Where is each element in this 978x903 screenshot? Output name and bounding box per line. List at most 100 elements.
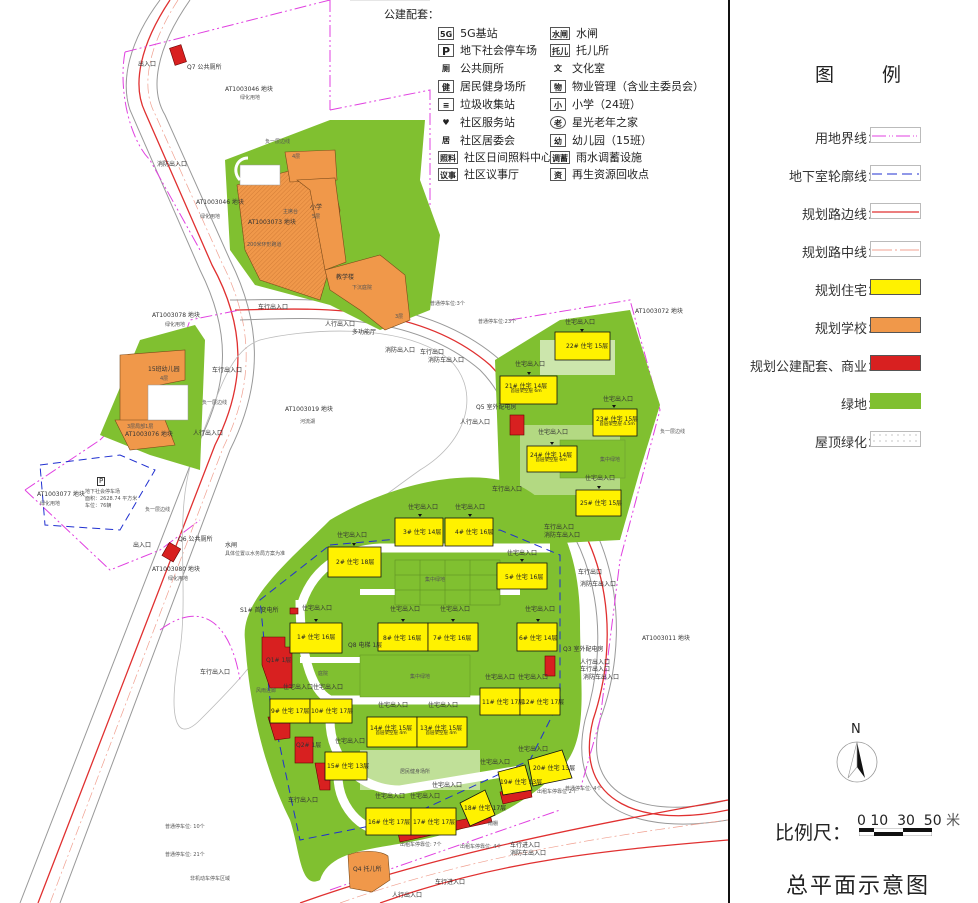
toilet-q6 (161, 542, 182, 563)
entry-label: 消防出入口 (157, 161, 188, 168)
residents-committee-icon: 居 (438, 133, 454, 147)
commercial-q4-label: Q4 托儿所 (353, 866, 382, 873)
parking-21-label: 普通停车位: 21个 (165, 852, 205, 858)
garden-label: 庭院 (318, 671, 329, 677)
multi-hall-label: 多功能厅 (352, 329, 377, 336)
plot-sub-at1003078: 绿化用地 (165, 322, 186, 328)
legend-item-land-boundary: 用地界线： (730, 127, 978, 147)
building-20: 20# 住宅 13层 (533, 765, 576, 772)
entry-label: 消防出入口 (385, 347, 416, 354)
res-entry-label: 住宅出入口 (337, 532, 368, 539)
legend-title: 图例 (815, 64, 950, 86)
plot-sub-at1003077: 绿化用地 (40, 501, 61, 507)
res-entry-label: 住宅出入口 (335, 738, 366, 745)
land-boundary-swatch (870, 127, 921, 143)
building-13: 13# 住宅 15层首层架空层 4m (420, 725, 463, 736)
north-label: N (851, 722, 861, 737)
res-entry-label: 住宅出入口 (565, 319, 596, 326)
building-6: 6# 住宅 14层 (519, 635, 558, 642)
entry-label: 人行出入口 (193, 430, 224, 437)
building-8: 8# 住宅 16层 (383, 635, 422, 642)
entry-label: 车行出口 (420, 349, 445, 356)
taxi-4-label: 出租车停靠位: 4个 (460, 844, 502, 850)
res-entry-label: 住宅出入口 (432, 782, 463, 789)
basement-outline-swatch (870, 165, 921, 181)
building-17: 17# 住宅 17层 (413, 819, 456, 826)
neg1-line-label-2: 负一层边线 (202, 400, 228, 406)
road-edge-swatch (870, 203, 921, 219)
rainwater-storage-icon: 调蓄 (550, 150, 570, 164)
facility-committee: 居社区居委会 (438, 132, 515, 147)
building-7: 7# 住宅 16层 (433, 635, 472, 642)
entry-label: 车行出口 (578, 569, 603, 576)
plot-label-at1003078: AT1003078 地块 (152, 312, 200, 319)
entry-label: 人行出入口 (460, 419, 491, 426)
facility-service: ♥社区服务站 (438, 114, 515, 129)
reviewing-stand: 主席台 (283, 209, 299, 215)
panel-divider (728, 0, 730, 903)
teaching-building: 教学楼 (336, 274, 355, 281)
plot-label-at1003076: AT1003076 地块 (125, 431, 173, 438)
entry-label: 车行进入口 (510, 842, 541, 849)
public-toilet-icon: 厕 (438, 61, 454, 75)
taxi-7-label: 出租车停靠位: 7个 (400, 842, 442, 848)
facility-council: 议事社区议事厅 (438, 167, 519, 181)
facility-rainwater: 调蓄雨水调蓄设施 (550, 150, 642, 164)
res-entry-label: 住宅出入口 (485, 674, 516, 681)
facility-school: 小小学（24班） (550, 96, 641, 111)
plot-label-at1003077: AT1003077 地块 (37, 491, 85, 498)
elderly-home-icon: 老 (550, 115, 566, 129)
entry-label: 车行出入口 (288, 797, 319, 804)
scale-ticks: 0 10 30 50 米 (857, 813, 961, 829)
council-hall-icon: 议事 (438, 167, 458, 181)
commercial-q8-label: Q8 电梯 1层 (348, 642, 383, 649)
legend-item-basement-outline: 地下室轮廓线： (730, 165, 978, 185)
5g-base-station-icon: 5G (438, 26, 455, 40)
entry-label: 车行出入口 (212, 367, 243, 374)
primary-school-icon: 小 (550, 97, 566, 111)
neg1-line-label-4: 负一层边线 (660, 429, 686, 435)
facility-elderly: 老星光老年之家 (550, 114, 638, 129)
plot-sub-at1003080: 绿化用地 (168, 576, 189, 582)
res-entry-label: 住宅出入口 (480, 759, 511, 766)
school-name: 小学 (310, 204, 323, 211)
facilities-title: 公建配套： (384, 8, 439, 21)
running-track: 200米环形跑道 (247, 242, 282, 248)
building-16: 16# 住宅 17层 (368, 819, 411, 826)
parking-10-label: 普通停车位: 10个 (165, 824, 205, 830)
building-3: 3# 住宅 14层 (403, 529, 442, 536)
entry-label: 出入口 (133, 542, 152, 549)
green-swatch (870, 393, 921, 409)
daycare-center-icon: 照料 (438, 150, 458, 164)
building-25: 25# 住宅 15层 (580, 500, 623, 507)
building-22: 22# 住宅 15层 (566, 343, 609, 350)
school-floors: 5层 (312, 214, 321, 220)
facility-sluice: 水闸水闸 (550, 26, 598, 40)
building-5: 5# 住宅 16层 (505, 574, 544, 581)
central-green-label-3: 集中绿地 (600, 457, 621, 463)
nursery-q4 (347, 851, 391, 893)
fitness-icon: 健 (438, 79, 454, 93)
facility-nursery: 托儿托儿所 (550, 43, 609, 57)
parking-icon: P (97, 477, 106, 486)
parking-area: 面积：2628.74 平方米 (85, 496, 138, 502)
kindergarten-site (100, 325, 205, 470)
central-green-label: 集中绿地 (425, 577, 446, 583)
res-entry-label: 住宅出入口 (585, 475, 616, 482)
res-entry-label: 住宅出入口 (410, 793, 441, 800)
entry-label: 车行出入口 (492, 486, 523, 493)
toilet-q6-label: Q6 公共厕所 (178, 536, 213, 543)
legend-item-road-edge: 规划路边线： (730, 203, 978, 223)
parking-spaces: 车位：76辆 (85, 503, 112, 509)
res-entry-label: 住宅出入口 (440, 606, 471, 613)
central-green-label-2: 集中绿地 (410, 674, 431, 680)
res-entry-label: 住宅出入口 (378, 702, 409, 709)
building-4: 4# 住宅 16层 (455, 529, 494, 536)
legend-panel: 图例 用地界线： 地下室轮廓线： 规划路边线： 规划路中线： 规划住宅： 规划学… (730, 0, 978, 903)
sluice-gate-icon: 水闸 (550, 26, 570, 40)
entry-label: 消防车出入口 (580, 581, 617, 588)
sluice-note: 具体位置以水务局方案为准 (225, 551, 286, 557)
facility-kindergarten: 幼幼儿园（15班） (550, 132, 652, 147)
legend-item-residential: 规划住宅： (730, 279, 978, 299)
